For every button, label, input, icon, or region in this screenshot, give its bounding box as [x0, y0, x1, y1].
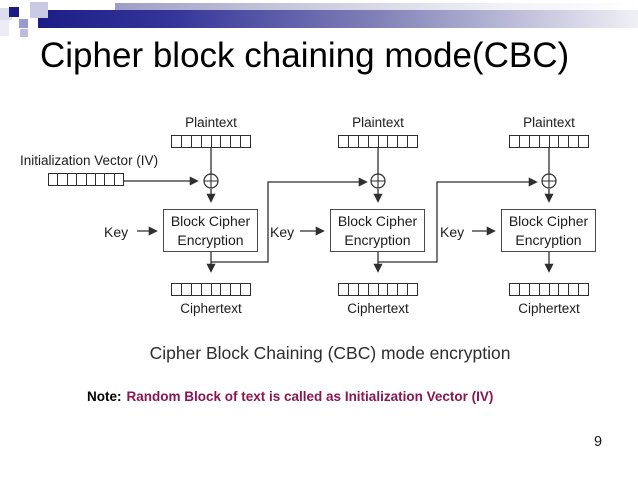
block-cell: [540, 284, 550, 295]
block-cell: [77, 174, 87, 185]
block-cell: [379, 284, 389, 295]
iv-block: [48, 173, 124, 186]
block-cell: [520, 136, 530, 147]
block-cell: [96, 174, 106, 185]
block-cell: [359, 284, 369, 295]
block-cell: [579, 136, 588, 147]
block-cell: [339, 284, 349, 295]
plaintext-label: Plaintext: [185, 115, 237, 130]
deco-square-medium: [19, 19, 28, 28]
block-cell: [349, 136, 359, 147]
block-cell: [68, 174, 78, 185]
block-cell: [172, 284, 182, 295]
deco-bar-light: [115, 3, 638, 10]
block-cell: [212, 284, 222, 295]
block-cell: [49, 174, 59, 185]
block-cell: [579, 284, 588, 295]
block-cipher-box-line1: Block Cipher: [170, 213, 251, 230]
key-label: Key: [104, 224, 129, 240]
block-cell: [388, 136, 399, 147]
block-cell: [408, 284, 417, 295]
block-cell: [212, 136, 222, 147]
block-cell: [241, 136, 250, 147]
block-cell: [182, 284, 192, 295]
block-cell: [231, 136, 242, 147]
block-cipher-box-line2: Encryption: [515, 231, 582, 248]
block-cell: [569, 284, 580, 295]
block-cell: [192, 284, 202, 295]
block-cipher-box-line1: Block Cipher: [508, 213, 589, 230]
block-cell: [369, 136, 379, 147]
block-cell: [540, 136, 550, 147]
block-cell: [530, 136, 540, 147]
plaintext-label: Plaintext: [352, 115, 404, 130]
note-text: Random Block of text is called as Initia…: [126, 389, 494, 404]
block-cell: [388, 284, 399, 295]
note-line: Note: Random Block of text is called as I…: [87, 389, 493, 404]
xor-icon: [541, 173, 557, 189]
deco-square-navy: [9, 7, 19, 17]
block-cell: [182, 136, 192, 147]
block-cell: [510, 284, 520, 295]
block-cell: [550, 136, 560, 147]
block-cell: [510, 136, 520, 147]
ciphertext-label: Ciphertext: [347, 301, 409, 316]
block-cell: [105, 174, 115, 185]
block-cell: [231, 284, 242, 295]
ciphertext-label: Ciphertext: [518, 301, 580, 316]
block-cipher-box: Block Cipher Encryption: [330, 209, 425, 252]
deco-bar-gradient: [38, 10, 638, 28]
plaintext-block: [509, 135, 589, 148]
plaintext-block: [171, 135, 251, 148]
block-cell: [398, 136, 409, 147]
block-cell: [550, 284, 560, 295]
block-cipher-box: Block Cipher Encryption: [163, 209, 258, 252]
wire-plaintext-to-xor: [210, 148, 550, 174]
block-cipher-box: Block Cipher Encryption: [501, 209, 596, 252]
note-prefix: Note:: [87, 389, 122, 404]
block-cipher-box-line2: Encryption: [344, 231, 411, 248]
ciphertext-block: [171, 283, 251, 296]
block-cell: [58, 174, 68, 185]
ciphertext-block: [509, 283, 589, 296]
ciphertext-label: Ciphertext: [180, 301, 242, 316]
block-cell: [408, 136, 417, 147]
deco-square-light: [30, 2, 48, 18]
block-cell: [569, 136, 580, 147]
plaintext-block: [338, 135, 418, 148]
block-cipher-box-line1: Block Cipher: [337, 213, 418, 230]
block-cell: [202, 136, 212, 147]
block-cell: [192, 136, 202, 147]
ciphertext-block: [338, 283, 418, 296]
plaintext-label: Plaintext: [523, 115, 575, 130]
block-cell: [241, 284, 250, 295]
key-label: Key: [270, 224, 295, 240]
block-cell: [559, 284, 570, 295]
block-cipher-box-line2: Encryption: [177, 231, 244, 248]
block-cell: [520, 284, 530, 295]
diagram-caption: Cipher Block Chaining (CBC) mode encrypt…: [149, 343, 511, 363]
iv-label: Initialization Vector (IV): [20, 153, 159, 168]
deco-square-medium-light: [20, 29, 28, 37]
block-cell: [221, 284, 232, 295]
block-cell: [369, 284, 379, 295]
deco-square-pale: [0, 20, 9, 36]
block-cell: [349, 284, 359, 295]
xor-icon: [203, 173, 219, 189]
block-cell: [202, 284, 212, 295]
block-cell: [398, 284, 409, 295]
key-label: Key: [440, 224, 465, 240]
block-cell: [221, 136, 232, 147]
block-cell: [87, 174, 96, 185]
block-cell: [339, 136, 349, 147]
page-number: 9: [593, 434, 603, 450]
block-cell: [379, 136, 389, 147]
block-cell: [115, 174, 123, 185]
block-cell: [172, 136, 182, 147]
slide-title: Cipher block chaining mode(CBC): [40, 36, 570, 75]
xor-icon: [370, 173, 386, 189]
block-cell: [559, 136, 570, 147]
block-cell: [359, 136, 369, 147]
block-cell: [530, 284, 540, 295]
